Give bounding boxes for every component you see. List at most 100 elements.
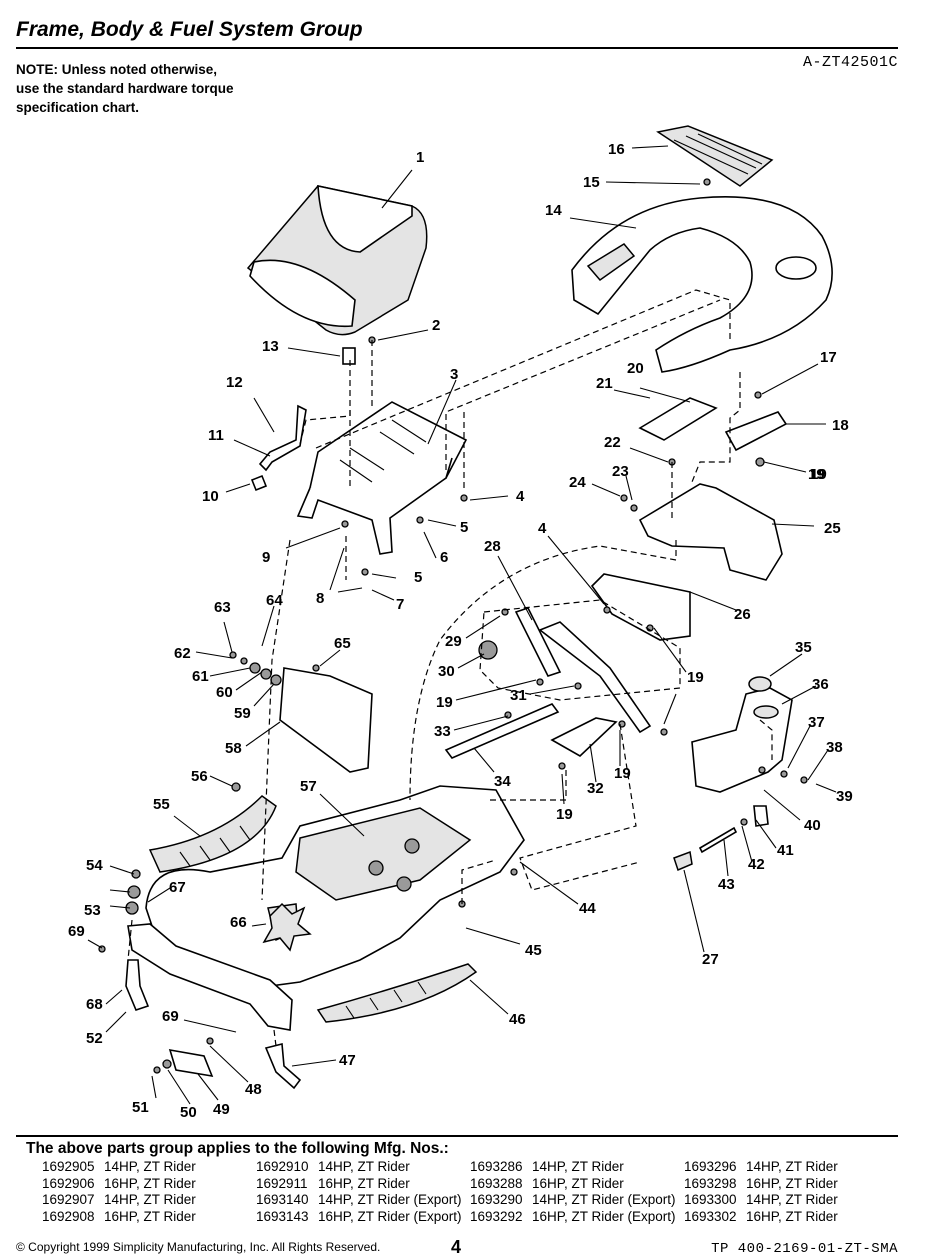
callout-label: 19 xyxy=(810,466,827,483)
mfg-row: 1692908 16HP, ZT Rider xyxy=(42,1209,256,1226)
callout-label: 47 xyxy=(339,1052,356,1069)
callout-label: 49 xyxy=(213,1101,230,1118)
mfg-description: 14HP, ZT Rider xyxy=(746,1159,838,1174)
callout-label: 40 xyxy=(804,817,821,834)
leader-lines xyxy=(87,145,837,1105)
note-line: NOTE: Unless noted otherwise, xyxy=(16,62,218,77)
callout-label: 7 xyxy=(396,596,404,613)
torque-note: NOTE: Unless noted otherwise, use the st… xyxy=(16,60,234,117)
mfg-description: 14HP, ZT Rider xyxy=(104,1192,196,1207)
mfg-description: 16HP, ZT Rider xyxy=(746,1208,838,1224)
callout-label: 16 xyxy=(608,141,625,158)
mfg-description: 16HP, ZT Rider xyxy=(532,1175,624,1191)
callout-label: 52 xyxy=(86,1030,103,1047)
callout-label: 62 xyxy=(174,645,191,662)
bracket-20-part xyxy=(638,397,718,441)
seat-part xyxy=(246,184,428,336)
callout-label: 9 xyxy=(262,549,270,566)
mfg-description: 16HP, ZT Rider (Export) xyxy=(318,1208,462,1224)
fuel-tank-part xyxy=(691,676,793,793)
callout-label: 15 xyxy=(583,174,600,191)
callout-label: 63 xyxy=(214,599,231,616)
callout-label: 41 xyxy=(777,842,794,859)
callout-label: 56 xyxy=(191,768,208,785)
mfg-row: 1693288 16HP, ZT Rider xyxy=(470,1176,684,1193)
callout-label: 22 xyxy=(604,434,621,451)
callout-label: 19 xyxy=(614,765,631,782)
callout-label: 42 xyxy=(748,856,765,873)
mfg-row: 1693296 14HP, ZT Rider xyxy=(684,1159,898,1176)
callout-label: 32 xyxy=(587,780,604,797)
callout-label: 36 xyxy=(812,676,829,693)
mfg-description: 16HP, ZT Rider (Export) xyxy=(532,1208,676,1224)
applies-rule xyxy=(16,1135,898,1137)
callout-label: 5 xyxy=(460,519,468,536)
mfg-number: 1693300 xyxy=(684,1192,737,1207)
callout-label: 34 xyxy=(494,773,511,790)
note-line: use the standard hardware torque xyxy=(16,81,234,96)
mfg-number: 1692908 xyxy=(42,1208,95,1224)
callout-label: 6 xyxy=(440,549,448,566)
callout-label: 12 xyxy=(226,374,243,391)
callout-label: 13 xyxy=(262,338,279,355)
page-number: 4 xyxy=(451,1237,462,1257)
callout-label: 29 xyxy=(445,633,462,650)
plate-49-part xyxy=(168,1048,214,1078)
callout-label: 60 xyxy=(216,684,233,701)
callout-label: 8 xyxy=(316,590,324,607)
callout-label: 57 xyxy=(300,778,317,795)
callout-label: 4 xyxy=(538,520,547,537)
callout-label: 30 xyxy=(438,663,455,680)
callout-label: 59 xyxy=(234,705,251,722)
callout-label: 69 xyxy=(68,923,85,940)
grille-part xyxy=(656,125,774,187)
callout-label: 38 xyxy=(826,739,843,756)
callout-label: 2 xyxy=(432,317,440,334)
exploded-parts-diagram: 1 2 3 4 4 5 5 6 7 8 9 10 11 12 13 14 15 … xyxy=(68,125,853,1121)
page-title: Frame, Body & Fuel System Group xyxy=(16,18,363,41)
mfg-number: 1693296 xyxy=(684,1159,737,1174)
callout-label: 61 xyxy=(192,668,209,685)
mfg-number: 1693288 xyxy=(470,1175,523,1191)
callout-label: 64 xyxy=(266,592,283,609)
mfg-number: 1693140 xyxy=(256,1192,309,1207)
mfg-description: 14HP, ZT Rider (Export) xyxy=(532,1192,676,1207)
callout-label: 55 xyxy=(153,796,170,813)
rear-bracket-part xyxy=(638,483,783,581)
mfg-description: 14HP, ZT Rider xyxy=(318,1159,410,1174)
plate-18-part xyxy=(724,411,788,452)
mfg-number: 1692906 xyxy=(42,1175,95,1191)
callout-label: 19 xyxy=(808,466,825,483)
callout-label: 1 xyxy=(416,149,424,166)
callout-label: 66 xyxy=(230,914,247,931)
callout-label: 19 xyxy=(687,669,704,686)
mfg-number: 1693302 xyxy=(684,1208,737,1224)
document-code: TP 400-2169-01-ZT-SMA xyxy=(711,1241,898,1257)
mfg-description: 16HP, ZT Rider xyxy=(318,1175,410,1191)
callout-label: 44 xyxy=(579,900,596,917)
seat-handle-part xyxy=(250,404,307,492)
callout-label: 26 xyxy=(734,606,751,623)
mfg-number: 1693298 xyxy=(684,1175,737,1191)
mfg-number: 1693286 xyxy=(470,1159,523,1174)
callout-label: 33 xyxy=(434,723,451,740)
callout-label: 5 xyxy=(414,569,422,586)
mfg-description: 16HP, ZT Rider xyxy=(104,1208,196,1224)
mfg-row: 1693302 16HP, ZT Rider xyxy=(684,1209,898,1226)
callout-label: 21 xyxy=(596,375,613,392)
frame-pan-part xyxy=(127,785,525,1031)
footrest-left-part xyxy=(148,795,277,873)
callout-label: 50 xyxy=(180,1104,197,1121)
callout-label: 31 xyxy=(510,687,527,704)
copyright-text: © Copyright 1999 Simplicity Manufacturin… xyxy=(16,1240,381,1254)
callout-label: 10 xyxy=(202,488,219,505)
